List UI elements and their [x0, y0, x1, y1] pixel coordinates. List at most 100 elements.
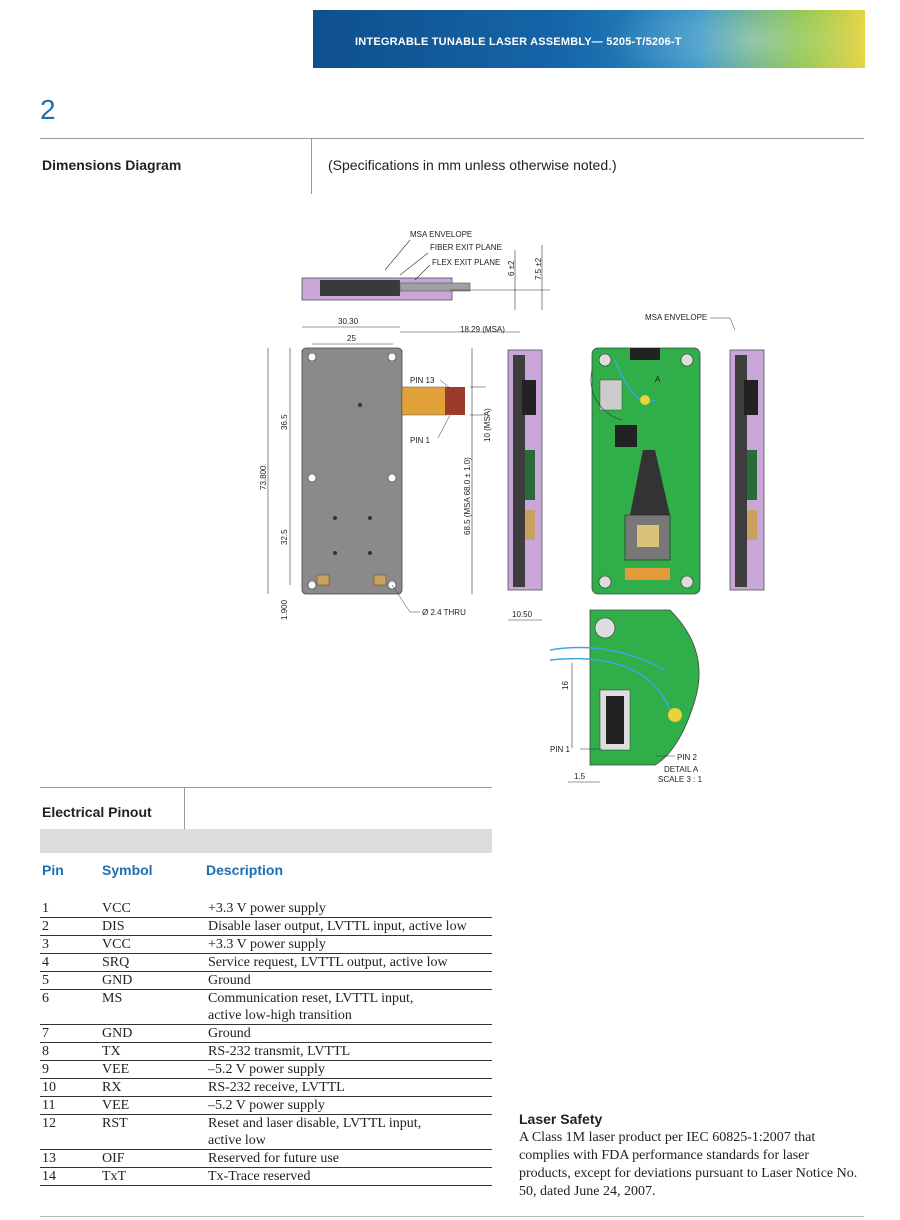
header-banner: INTEGRABLE TUNABLE LASER ASSEMBLY— 5205-… — [313, 10, 865, 68]
label-detail-pin2: PIN 2 — [677, 753, 698, 762]
label-dim-1-5: 1.5 — [574, 772, 586, 781]
symbol-cell: VCC — [100, 935, 206, 954]
label-dim-1-9: 1.900 — [280, 599, 289, 620]
label-detail-pin1: PIN 1 — [550, 745, 571, 754]
description-cell: Ground — [206, 1024, 492, 1043]
banner-title: INTEGRABLE TUNABLE LASER ASSEMBLY— 5205-… — [355, 36, 682, 48]
pin-cell: 10 — [40, 1078, 100, 1097]
pin-cell: 14 — [40, 1167, 100, 1186]
label-scale: SCALE 3 : 1 — [658, 775, 703, 784]
label-dim-10: 10 (MSA) — [483, 408, 492, 442]
description-cell: –5.2 V power supply — [206, 1096, 492, 1115]
flex-connector — [445, 387, 465, 415]
pin-cell: 3 — [40, 935, 100, 954]
description-cell: Communication reset, LVTTL input,active … — [206, 989, 492, 1025]
detail-a-view — [549, 609, 700, 766]
banner-wave-graphic — [605, 10, 865, 68]
label-pin1: PIN 1 — [410, 436, 431, 445]
module-top-view — [301, 347, 403, 595]
description-cell: –5.2 V power supply — [206, 1060, 492, 1079]
label-dim-16: 16 — [561, 681, 570, 690]
divider-vertical — [311, 138, 312, 194]
label-flex-exit-plane: FLEX EXIT PLANE — [432, 258, 500, 267]
label-dim-32-5: 32.5 — [280, 529, 289, 545]
pinout-header-pin: Pin — [42, 862, 64, 878]
label-dim-68-5: 68.5 (MSA 68.0 ± 1.0) — [463, 457, 472, 535]
symbol-cell: RX — [100, 1078, 206, 1097]
symbol-cell: OIF — [100, 1149, 206, 1168]
label-dim-7-5: 7.5 ±2 — [534, 257, 543, 280]
page-number: 2 — [40, 94, 56, 125]
divider-vertical — [184, 787, 185, 839]
label-pin13: PIN 13 — [410, 376, 435, 385]
divider — [40, 138, 864, 139]
safety-title: Laser Safety — [519, 1111, 603, 1127]
description-cell: Reserved for future use — [206, 1149, 492, 1168]
label-msa-envelope-right: MSA ENVELOPE — [645, 313, 707, 322]
side-view-right — [729, 349, 765, 591]
divider — [40, 787, 492, 788]
symbol-cell: GND — [100, 971, 206, 990]
pin-cell: 2 — [40, 917, 100, 936]
side-view-top: MSA ENVELOPE FIBER EXIT PLANE FLEX EXIT … — [301, 230, 550, 310]
label-dim-36-5: 36.5 — [280, 414, 289, 430]
description-line: active low — [208, 1133, 266, 1148]
label-dim-73-8: 73.800 — [259, 465, 268, 490]
side-view-vertical — [507, 349, 543, 591]
label-detail-a: DETAIL A — [664, 765, 699, 774]
symbol-cell: VEE — [100, 1096, 206, 1115]
symbol-cell: SRQ — [100, 953, 206, 972]
flex-cable — [401, 386, 448, 416]
pin-cell: 9 — [40, 1060, 100, 1079]
pin-cell: 7 — [40, 1024, 100, 1043]
symbol-cell: TxT — [100, 1167, 206, 1186]
label-dim-25: 25 — [347, 334, 356, 343]
symbol-cell: GND — [100, 1024, 206, 1043]
pin-cell: 11 — [40, 1096, 100, 1115]
description-cell: Tx-Trace reserved — [206, 1167, 492, 1186]
label-fiber-exit-plane: FIBER EXIT PLANE — [430, 243, 502, 252]
description-cell: +3.3 V power supply — [206, 900, 492, 918]
description-cell: +3.3 V power supply — [206, 935, 492, 954]
pin-cell: 1 — [40, 900, 100, 918]
pin-cell: 8 — [40, 1042, 100, 1061]
description-line: Reset and laser disable, LVTTL input, — [208, 1116, 422, 1131]
label-dim-10-5: 10.50 — [512, 610, 533, 619]
safety-body: A Class 1M laser product per IEC 60825-1… — [519, 1130, 858, 1199]
label-dim-6: 6 ±2 — [507, 260, 516, 276]
description-cell: Service request, LVTTL output, active lo… — [206, 953, 492, 972]
description-cell: Disable laser output, LVTTL input, activ… — [206, 917, 492, 936]
pinout-header-symbol: Symbol — [102, 862, 153, 878]
symbol-cell: TX — [100, 1042, 206, 1061]
label-detail-letter: A — [655, 375, 661, 384]
footer-divider — [40, 1216, 864, 1217]
description-cell: RS-232 receive, LVTTL — [206, 1078, 492, 1097]
description-line: active low-high transition — [208, 1008, 352, 1023]
description-cell: Reset and laser disable, LVTTL input, act… — [206, 1114, 492, 1150]
pinout-header-description: Description — [206, 862, 284, 878]
description-cell: Ground — [206, 971, 492, 990]
pin-cell: 13 — [40, 1149, 100, 1168]
pin-cell: 12 — [40, 1114, 100, 1150]
symbol-cell: MS — [100, 989, 206, 1025]
symbol-cell: RST — [100, 1114, 206, 1150]
symbol-cell: VCC — [100, 900, 206, 918]
symbol-cell: DIS — [100, 917, 206, 936]
label-hole: Ø 2.4 THRU — [422, 608, 466, 617]
pcb-view — [591, 347, 701, 595]
section-shading-bar — [40, 829, 492, 853]
dimensions-diagram: MSA ENVELOPE FIBER EXIT PLANE FLEX EXIT … — [259, 230, 765, 784]
dimensions-note: (Specifications in mm unless otherwise n… — [328, 157, 617, 173]
